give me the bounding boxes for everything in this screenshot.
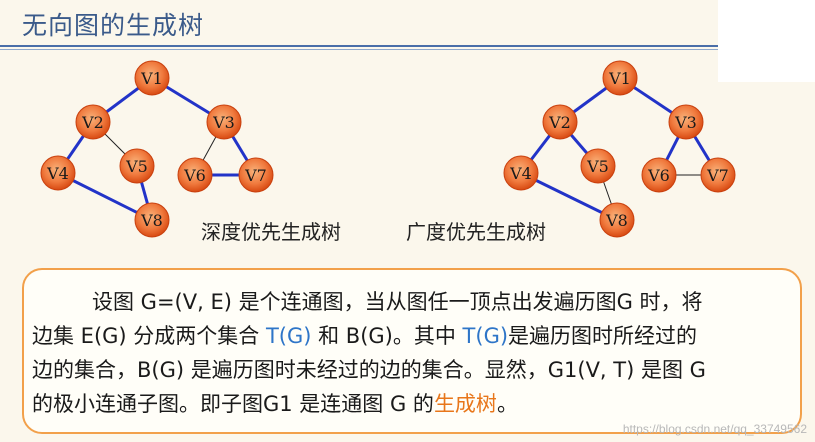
node-label-v5: V5 xyxy=(125,157,148,176)
node-v3 xyxy=(668,104,704,140)
node-v6 xyxy=(641,157,677,193)
node-label-v8: V8 xyxy=(140,211,163,230)
paragraph-line-3: 边的集合，B(G) 是遍历图时未经过的边的集合。显然，G1(V, T) 是图 G xyxy=(32,358,706,382)
tree-edge-V4-V8 xyxy=(520,171,618,222)
node-v5 xyxy=(580,148,616,184)
node-v2 xyxy=(542,104,578,140)
text-segment: 。 xyxy=(496,392,518,416)
highlight-spanning-tree: 生成树 xyxy=(433,392,497,416)
corner-blank xyxy=(718,0,815,82)
node-label-v5: V5 xyxy=(586,157,609,176)
node-v8 xyxy=(599,202,635,238)
node-v6 xyxy=(177,157,213,193)
tree-edge-V4-V8 xyxy=(57,171,153,222)
node-v8 xyxy=(134,202,170,238)
paragraph-line-2: 边集 E(G) 分成两个集合 T(G) 和 B(G)。其中 T(G)是遍历图时所… xyxy=(32,320,697,350)
page-title: 无向图的生成树 xyxy=(22,11,205,40)
highlight-tg: T(G) xyxy=(265,324,312,348)
paragraph-line-4: 的极小连通子图。即子图G1 是连通图 G 的生成树。 xyxy=(32,388,518,418)
node-label-v7: V7 xyxy=(706,166,729,185)
node-label-v6: V6 xyxy=(183,166,206,185)
node-v5 xyxy=(119,148,155,184)
node-v1 xyxy=(134,60,170,96)
node-v7 xyxy=(238,157,274,193)
definition-box xyxy=(22,268,802,434)
node-label-v6: V6 xyxy=(647,166,670,185)
paragraph-line-1: 设图 G=(V, E) 是个连通图，当从图任一顶点出发遍历图G 时，将 xyxy=(92,290,703,314)
node-label-v8: V8 xyxy=(605,211,628,230)
node-label-v2: V2 xyxy=(548,113,571,132)
node-label-v1: V1 xyxy=(140,69,163,88)
text-segment: 和 B(G)。其中 xyxy=(311,324,463,348)
watermark: https://blog.csdn.net/qq_33749562 xyxy=(622,422,807,436)
text-segment: 是遍历图时所经过的 xyxy=(508,324,698,348)
bfs-caption: 广度优先生成树 xyxy=(406,220,546,244)
node-label-v1: V1 xyxy=(608,69,631,88)
text-segment: 边集 E(G) 分成两个集合 xyxy=(32,324,266,348)
title-underline xyxy=(0,45,718,47)
node-v1 xyxy=(602,60,638,96)
node-label-v3: V3 xyxy=(212,113,235,132)
node-v4 xyxy=(503,155,539,191)
node-label-v4: V4 xyxy=(46,164,69,183)
dfs-caption: 深度优先生成树 xyxy=(201,220,341,244)
node-v7 xyxy=(700,157,736,193)
node-label-v4: V4 xyxy=(509,164,532,183)
text-segment: 的极小连通子图。即子图G1 是连通图 G 的 xyxy=(32,392,434,416)
title-underline-thin xyxy=(0,49,718,50)
node-label-v2: V2 xyxy=(81,113,104,132)
node-label-v7: V7 xyxy=(244,166,267,185)
node-v3 xyxy=(206,104,242,140)
node-v4 xyxy=(40,155,76,191)
node-v2 xyxy=(75,104,111,140)
node-label-v3: V3 xyxy=(674,113,697,132)
highlight-tg: T(G) xyxy=(462,324,509,348)
